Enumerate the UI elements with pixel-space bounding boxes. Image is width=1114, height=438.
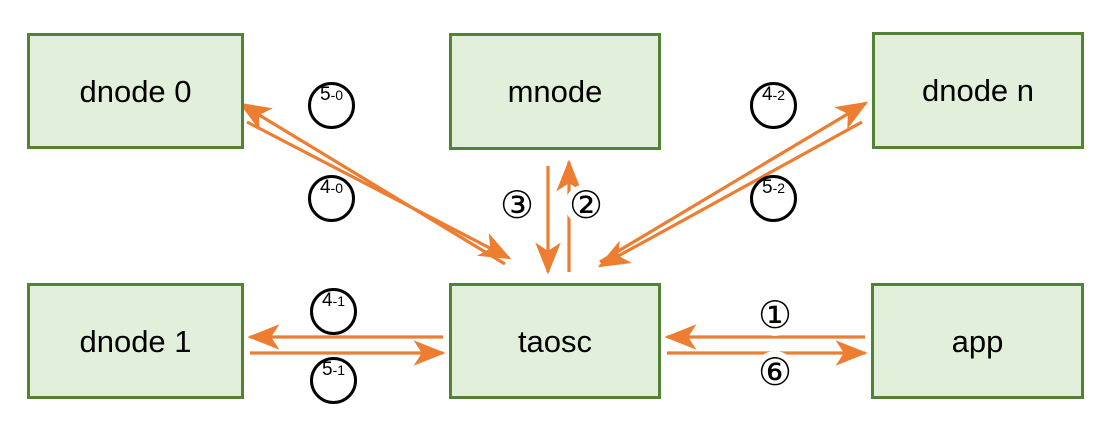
step-badge-sub: -0 [330, 87, 344, 103]
step-badge-main: ① [757, 293, 793, 337]
node-label: mnode [507, 74, 603, 109]
step-badge-sub: -0 [330, 180, 344, 196]
arrow-a5-0 [238, 102, 506, 266]
node-label: dnode 1 [79, 323, 192, 359]
node-mnode[interactable]: mnode [449, 33, 661, 150]
node-app[interactable]: app [871, 283, 1084, 399]
arrow-a4-0 [246, 120, 512, 260]
step-badge-main: 5 [321, 359, 333, 380]
step-badge-main: ⑥ [757, 350, 793, 394]
step-badge-main: 5 [319, 84, 331, 105]
step-badge-main: 5 [761, 177, 773, 198]
step-badge-sub: -1 [332, 293, 346, 309]
step-badge-3: ③ [496, 184, 538, 226]
node-label: dnode 0 [79, 73, 192, 109]
arrow-a4-2 [599, 101, 869, 264]
step-badge-5-0: 5-0 [308, 82, 355, 129]
node-dnode0[interactable]: dnode 0 [27, 33, 244, 149]
arrow-a5-2 [597, 120, 863, 268]
step-badge-main: 4 [319, 177, 331, 198]
step-badge-sub: -2 [772, 180, 786, 196]
step-badge-main: 4 [321, 290, 333, 311]
step-badge-4-2: 4-2 [750, 82, 797, 129]
step-badge-2: ② [565, 184, 607, 226]
step-badge-4-0: 4-0 [308, 175, 355, 222]
step-badge-sub: -1 [332, 362, 346, 378]
step-badge-main: ② [568, 183, 604, 227]
step-badge-6: ⑥ [754, 351, 796, 393]
step-badge-main: ③ [499, 183, 535, 227]
node-dnode1[interactable]: dnode 1 [27, 283, 244, 399]
node-dnoden[interactable]: dnode n [872, 32, 1084, 149]
node-label: app [951, 323, 1004, 359]
node-label: dnode n [921, 73, 1035, 108]
node-taosc[interactable]: taosc [449, 283, 661, 399]
step-badge-5-2: 5-2 [750, 175, 797, 222]
step-badge-5-1: 5-1 [310, 357, 357, 404]
step-badge-1: ① [754, 294, 796, 336]
step-badge-4-1: 4-1 [310, 288, 357, 335]
step-badge-main: 4 [761, 84, 773, 105]
step-badge-sub: -2 [772, 87, 786, 103]
node-label: taosc [517, 323, 593, 359]
